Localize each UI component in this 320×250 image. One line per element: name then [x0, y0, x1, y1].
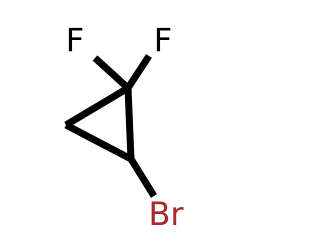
bond-ring-left-bottom	[64, 121, 133, 163]
bond-ring-top-left	[64, 84, 130, 129]
bond-ring-top-bottom	[124, 87, 135, 160]
molecule-structure: F F Br	[64, 21, 184, 233]
bond-c-f-left	[92, 55, 131, 91]
atom-label-fluorine-2: F	[154, 21, 172, 59]
bond-c-f-right	[125, 54, 152, 90]
atom-label-bromine: Br	[148, 195, 184, 233]
bond-c-br	[128, 157, 157, 198]
atom-label-fluorine-1: F	[66, 21, 84, 59]
